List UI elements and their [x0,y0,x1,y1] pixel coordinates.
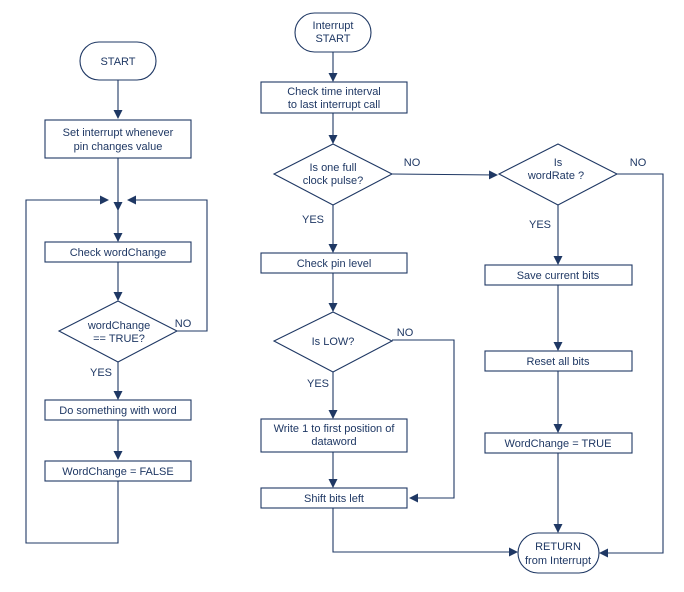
rate-no-label: NO [630,157,647,169]
set-interrupt-line-2: pin changes value [74,141,163,153]
set-true-box: WordChange = TRUE [484,432,633,454]
arrow-shift-to-return [332,508,518,557]
arrow-loop-back-to-merge [25,195,119,544]
save-bits-box: Save current bits [484,264,633,286]
set-true-label: WordChange = TRUE [505,438,612,450]
do-something-box: Do something with word [44,399,192,421]
interrupt-start-terminal: Interrupt START [294,12,372,53]
word-rate-decision: Is wordRate ? [497,143,619,206]
start-label: START [100,56,135,68]
write-one-box: Write 1 to first position of dataword [260,418,408,453]
wordchange-yes-label: YES [90,367,112,379]
low-no-label: NO [397,327,414,339]
arrow-decision-no-loop [127,195,208,332]
write-one-text-part-1: Write 1 to first position [274,423,383,435]
check-wordchange-box: Check wordChange [44,241,192,263]
check-pin-box: Check pin level [260,252,408,274]
middle-connectors [328,52,518,557]
set-interrupt-box: Set interrupt whenever pin changes value [44,119,192,159]
shift-bits-box: Shift bits left [260,487,408,509]
check-interval-line-1: Check time interval [287,86,381,98]
rate-decision-line-1: Is [554,157,563,169]
arrow-rate-no-to-return [599,173,664,558]
is-low-label: Is LOW? [312,336,355,348]
wordchange-no-label: NO [175,318,192,330]
return-line-1: RETURN [535,541,581,553]
set-false-label: WordChange = FALSE [62,466,173,478]
interrupt-start-line-1: Interrupt [313,20,354,32]
write-one-text-part-2: of [385,423,395,435]
clock-decision-line-2: clock pulse? [303,175,364,187]
clock-no-label: NO [404,157,421,169]
interrupt-start-line-2: START [315,33,350,45]
low-yes-label: YES [307,378,329,390]
arrow-clock-no-to-rate-decision [391,170,498,180]
shift-bits-label: Shift bits left [304,493,364,505]
return-terminal: RETURN from Interrupt [517,532,600,574]
check-wordchange-label: Check wordChange [70,247,167,259]
reset-bits-box: Reset all bits [484,350,633,372]
wordchange-decision: wordChange == TRUE? [57,300,179,363]
rate-decision-line-2: wordRate ? [527,170,584,182]
wordchange-decision-line-1: wordChange [87,320,150,332]
save-bits-label: Save current bits [517,270,600,282]
clock-yes-label: YES [302,214,324,226]
clock-pulse-decision: Is one full clock pulse? [272,143,394,206]
left-connectors [25,80,208,544]
check-interval-line-2: to last interrupt call [288,99,380,111]
right-connectors [553,173,664,558]
return-line-2: from Interrupt [525,555,591,567]
set-interrupt-line-1: Set interrupt whenever [63,127,174,139]
check-interval-box: Check time interval to last interrupt ca… [260,81,408,114]
set-false-box: WordChange = FALSE [44,460,192,482]
clock-decision-line-1: Is one full [309,162,356,174]
write-one-line-1: Write 1 to first position of [274,423,396,435]
is-low-decision: Is LOW? [272,311,394,373]
wordchange-decision-line-2: == TRUE? [93,333,145,345]
do-something-label: Do something with word [59,405,176,417]
check-pin-label: Check pin level [297,258,372,270]
rate-yes-label: YES [529,219,551,231]
arrow-low-no-to-shift [392,339,455,503]
write-one-line-2: dataword [311,436,356,448]
start-terminal: START [79,41,157,81]
reset-bits-label: Reset all bits [527,356,590,368]
